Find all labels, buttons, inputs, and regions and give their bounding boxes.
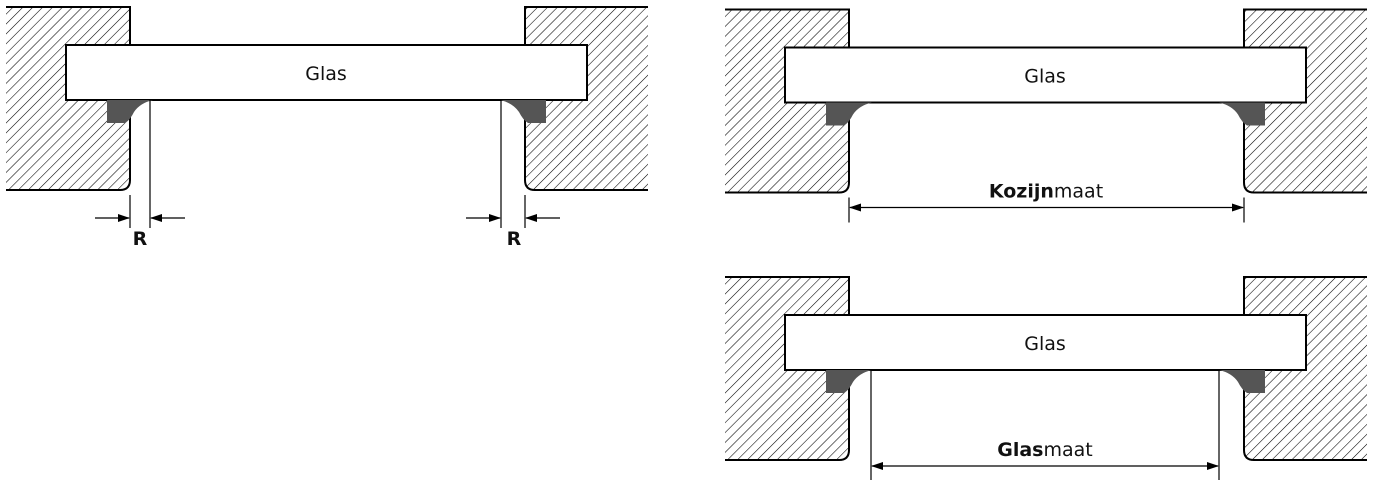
glass-label: Glas bbox=[1024, 66, 1066, 88]
glass-size-label: Glasmaat bbox=[997, 439, 1093, 461]
clearance-diagram: Glas R R bbox=[6, 6, 648, 250]
left-sealant bbox=[107, 100, 153, 123]
glass-size-diagram: Glas Glasmaat bbox=[725, 276, 1367, 480]
left-sealant bbox=[826, 102, 872, 126]
frame-size-label: Kozijnmaat bbox=[989, 181, 1103, 203]
left-clearance-dimension: R bbox=[95, 100, 185, 250]
clearance-label-left: R bbox=[133, 228, 148, 250]
right-clearance-dimension: R bbox=[466, 100, 560, 250]
right-sealant bbox=[1219, 370, 1265, 393]
right-sealant bbox=[1219, 102, 1265, 126]
glass-size-dimension: Glasmaat bbox=[870, 370, 1220, 480]
glass-pane bbox=[65, 44, 588, 101]
glass-label: Glas bbox=[1024, 333, 1066, 355]
glass-pane bbox=[784, 314, 1307, 371]
frame-size-dimension: Kozijnmaat bbox=[848, 181, 1245, 223]
left-sealant bbox=[826, 370, 872, 393]
right-sealant bbox=[500, 100, 546, 123]
clearance-label-right: R bbox=[507, 228, 522, 250]
glass-pane bbox=[784, 46, 1307, 104]
glass-label: Glas bbox=[305, 63, 347, 85]
frame-size-diagram: Glas Kozijnmaat bbox=[725, 8, 1367, 223]
